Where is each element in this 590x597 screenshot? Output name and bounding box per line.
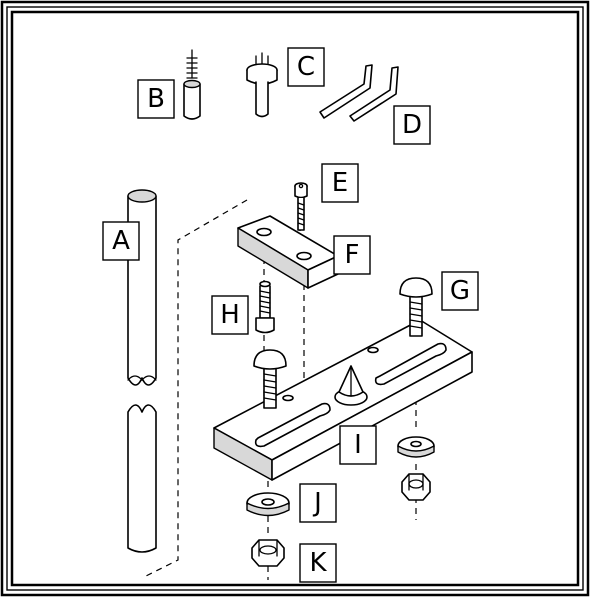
label-c: C bbox=[287, 47, 325, 87]
label-f-text: F bbox=[345, 240, 360, 270]
part-g-carriage-bolt-left bbox=[253, 349, 287, 409]
part-k-hex-nut bbox=[251, 539, 285, 567]
label-d-text: D bbox=[402, 110, 422, 140]
part-e-socket-screw bbox=[294, 182, 308, 231]
part-j-washer bbox=[246, 492, 290, 517]
label-f: F bbox=[333, 235, 371, 275]
label-b-text: B bbox=[147, 84, 165, 114]
label-i-text: I bbox=[354, 430, 362, 460]
right-hex-nut bbox=[401, 473, 431, 501]
part-g-carriage-bolt-right bbox=[399, 277, 433, 337]
label-b: B bbox=[137, 79, 175, 119]
part-d-hex-keys bbox=[319, 64, 399, 122]
label-e: E bbox=[321, 163, 359, 203]
label-a-text: A bbox=[112, 226, 130, 256]
part-b-pin bbox=[183, 49, 201, 120]
label-e-text: E bbox=[332, 168, 348, 198]
label-a: A bbox=[102, 221, 140, 261]
label-g: G bbox=[441, 271, 479, 311]
part-i-base-plate bbox=[213, 319, 473, 481]
label-j: J bbox=[299, 483, 337, 523]
part-c-bolt bbox=[246, 52, 278, 118]
label-k: K bbox=[299, 543, 337, 583]
label-c-text: C bbox=[297, 52, 315, 82]
right-washer bbox=[397, 436, 435, 458]
label-h: H bbox=[211, 295, 249, 335]
part-h-cap-bolt bbox=[255, 280, 275, 334]
label-k-text: K bbox=[309, 548, 327, 578]
label-i: I bbox=[339, 425, 377, 465]
label-d: D bbox=[393, 105, 431, 145]
label-j-text: J bbox=[312, 488, 322, 518]
label-h-text: H bbox=[220, 300, 240, 330]
part-f-clamp-block bbox=[237, 215, 339, 289]
label-g-text: G bbox=[450, 276, 470, 306]
